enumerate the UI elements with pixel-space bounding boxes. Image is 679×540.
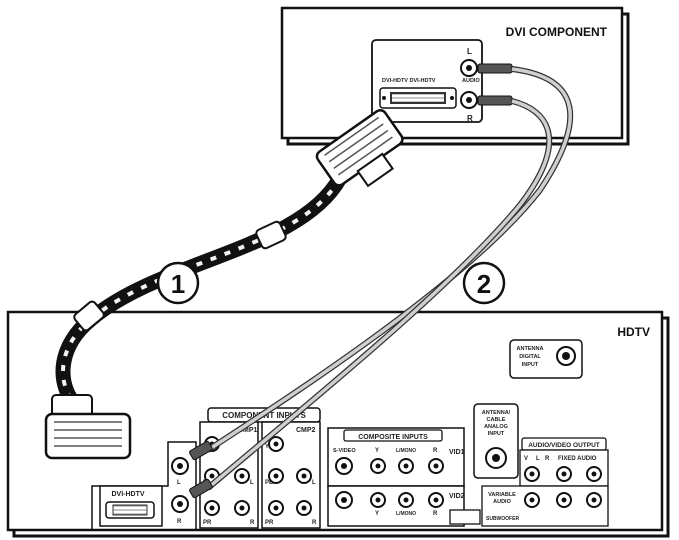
cmp2-r-label: R (312, 520, 317, 526)
composite2-lmono-label: L/MONO (396, 511, 416, 517)
cmp1-r-label: R (250, 520, 255, 526)
s-video-label: S-VIDEO (333, 448, 356, 454)
dvi-component-title: DVI COMPONENT (506, 25, 608, 39)
cmp2-pr-label: PR (265, 520, 274, 526)
dvi-plug-hdtv (44, 394, 132, 460)
av-v-label: V (524, 456, 528, 462)
composite2-y-label: Y (375, 511, 379, 517)
fixed-audio-label: FIXED AUDIO (558, 456, 597, 462)
av-l-label: L (536, 456, 540, 462)
hdtv-dvi-audio-r-jack[interactable] (171, 495, 189, 513)
callout-1: 1 (156, 261, 200, 305)
cmp1-pr-label: PR (203, 520, 212, 526)
antenna-cable-jack[interactable] (485, 447, 507, 469)
dvi-cable (44, 108, 404, 460)
callout-2-number: 2 (477, 269, 491, 299)
antenna-digital-label-3: INPUT (522, 362, 539, 368)
dvi-component-audio-l-jack[interactable] (460, 59, 478, 77)
dvi-component-device: DVI COMPONENT DVI-HDTV DVI-HDTV L AUDIO … (280, 6, 630, 146)
dvi-component-dvi-label: DVI-HDTV DVI-HDTV (382, 78, 436, 84)
vid2-label: VID2 (449, 493, 465, 500)
vid1-label: VID1 (449, 449, 465, 456)
hdtv-dvi-right-label: R (177, 519, 182, 525)
composite-lmono-label: L/MONO (396, 448, 416, 454)
dvi-component-audio-label: AUDIO (462, 78, 480, 84)
cmp2-y-label: Y (265, 444, 269, 450)
antenna-cable-label-3: ANALOG (484, 424, 508, 430)
cmp2-pb-label: PB (265, 480, 274, 486)
hdtv-dvi-port[interactable] (105, 501, 155, 519)
dvi-plug-component (315, 108, 404, 188)
hdtv-dvi-label: DVI-HDTV (111, 491, 144, 498)
antenna-cable-label-4: INPUT (488, 431, 505, 437)
variable-audio-label-1: VARIABLE (488, 492, 516, 498)
dvi-component-left-label: L (467, 47, 472, 56)
dvi-component-right-label: R (467, 114, 473, 123)
composite-r-label: R (433, 448, 438, 454)
composite2-r-label: R (433, 511, 438, 517)
variable-audio-jacks[interactable] (524, 492, 602, 508)
cmp1-label: CMP1 (238, 427, 258, 434)
audio-cable (189, 66, 574, 499)
av-output-label: AUDIO/VIDEO OUTPUT (528, 442, 600, 449)
av-output-jacks[interactable] (524, 466, 602, 482)
cmp2-label: CMP2 (296, 427, 316, 434)
antenna-digital-label-2: DIGITAL (519, 354, 541, 360)
composite-y-label: Y (375, 448, 379, 454)
dvi-component-audio-r-jack[interactable] (460, 91, 478, 109)
hdtv-dvi-left-label: L (177, 480, 181, 486)
antenna-digital-jack[interactable] (556, 346, 576, 366)
cmp2-l-label: L (312, 480, 316, 486)
component-jacks[interactable] (204, 436, 312, 516)
composite-inputs-label: COMPOSITE INPUTS (358, 434, 428, 441)
subwoofer-label: SUBWOOFER (486, 516, 519, 522)
hdtv-title: HDTV (617, 325, 650, 339)
hdtv-dvi-audio-l-jack[interactable] (171, 457, 189, 475)
dvi-component-dvi-port[interactable] (379, 87, 457, 109)
callout-1-number: 1 (171, 269, 185, 299)
antenna-cable-label-2: CABLE (487, 417, 506, 423)
composite-jacks[interactable] (335, 457, 444, 509)
antenna-digital-label-1: ANTENNA (517, 346, 544, 352)
antenna-cable-label-1: ANTENNA/ (482, 410, 511, 416)
cmp1-l-label: L (250, 480, 254, 486)
av-r-label: R (545, 456, 550, 462)
callout-2: 2 (462, 261, 506, 305)
variable-audio-label-2: AUDIO (493, 499, 511, 505)
